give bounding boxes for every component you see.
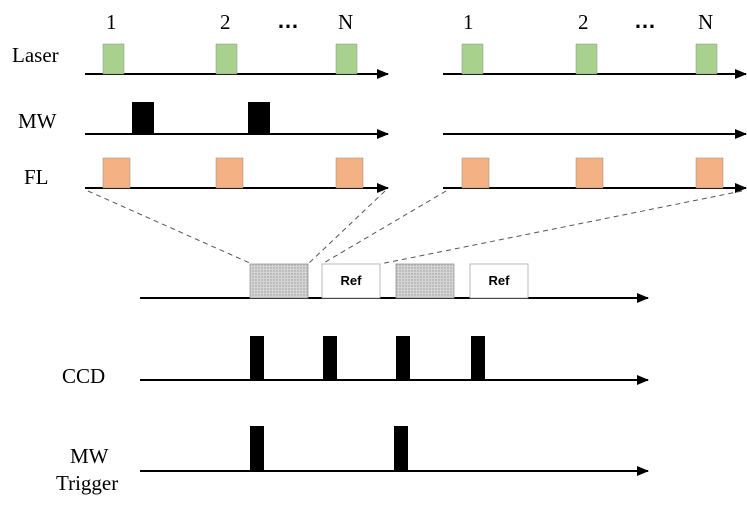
mw-trigger-pulse (250, 426, 264, 471)
laser-pulse (335, 43, 358, 75)
pulse-index-2-right: 2 (578, 10, 589, 34)
mw-pulse (248, 102, 270, 134)
pulse-index-1-right: 1 (463, 10, 474, 34)
pulse-index-ellipsis-right: … (634, 8, 656, 33)
fl-pulses (102, 157, 724, 189)
laser-pulse (461, 43, 484, 75)
zoom-line (307, 190, 386, 265)
pulse-index-n-right: N (698, 10, 713, 34)
fl-pulse (575, 157, 604, 189)
zoom-line (321, 190, 447, 265)
laser-pulse (102, 43, 125, 75)
mw-trigger-label-line2: Trigger (56, 471, 118, 495)
ref-window-label: Ref (341, 273, 363, 288)
mw-pulse (132, 102, 154, 134)
fl-label: FL (24, 165, 49, 189)
laser-pulses (102, 43, 718, 75)
ccd-pulse (471, 336, 485, 380)
fl-pulse (695, 157, 724, 189)
ccd-pulse (396, 336, 410, 380)
laser-pulse (575, 43, 598, 75)
pulse-index-1-left: 1 (106, 10, 117, 34)
ccd-pulse (323, 336, 337, 380)
signal-window (395, 263, 455, 299)
fl-pulse (102, 157, 131, 189)
fl-pulse (215, 157, 244, 189)
ref-window (469, 263, 529, 299)
pulse-index-2-left: 2 (220, 10, 231, 34)
ref-window (321, 263, 381, 299)
mw-trigger-label-line1: MW (70, 444, 109, 468)
laser-pulse (695, 43, 718, 75)
ccd-pulse (250, 336, 264, 380)
laser-label: Laser (12, 43, 59, 67)
signal-window (249, 263, 309, 299)
laser-pulse (215, 43, 238, 75)
pulse-index-n-left: N (338, 10, 353, 34)
zoom-line (379, 190, 743, 265)
zoom-line (87, 190, 253, 265)
mw-trigger-pulse (394, 426, 408, 471)
fl-pulse (335, 157, 364, 189)
fl-pulse (461, 157, 490, 189)
pulse-index-ellipsis-left: … (277, 8, 299, 33)
ref-window-label: Ref (489, 273, 511, 288)
mw-label: MW (18, 109, 57, 133)
ccd-label: CCD (62, 364, 105, 388)
zoom-guide-lines (87, 190, 743, 265)
